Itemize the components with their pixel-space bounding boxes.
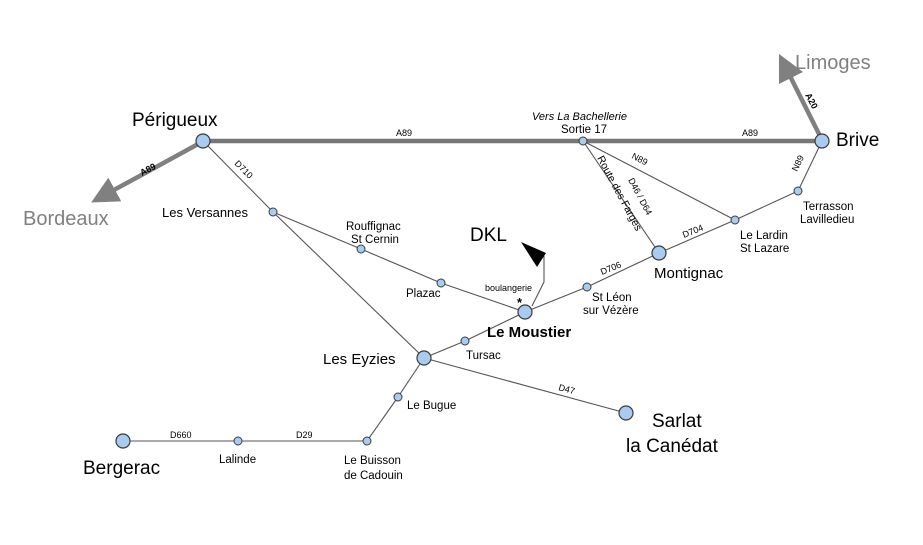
nodes — [115, 133, 830, 449]
label-bergerac: Bergerac — [83, 458, 160, 479]
label-les-versannes: Les Versannes — [162, 205, 249, 220]
label-vers-la-bachellerie: Vers La Bachellerie — [532, 111, 627, 123]
label-road-d47: D47 — [557, 382, 576, 396]
road-versannes-eyzies — [272, 211, 425, 359]
node-le-moustier — [517, 304, 533, 320]
label-terrasson-line1: Terrasson — [803, 201, 854, 213]
label-plazac: Plazac — [406, 288, 441, 300]
label-les-eyzies: Les Eyzies — [323, 351, 396, 368]
road-versannes-rouffignac — [272, 211, 362, 250]
label-sortie-17: Sortie 17 — [561, 124, 607, 136]
label-bordeaux: Bordeaux — [23, 208, 109, 230]
label-le-buisson-line2: de Cadouin — [344, 470, 403, 482]
road-d704 — [658, 219, 736, 254]
node-terrasson — [793, 186, 803, 196]
node-perigueux — [195, 133, 211, 149]
node-st-leon — [582, 282, 592, 292]
label-road-d706: D706 — [599, 260, 623, 277]
label-road-d710: D710 — [233, 158, 255, 180]
node-le-bugue — [393, 392, 403, 402]
road-d47 — [423, 357, 627, 414]
node-les-versannes — [268, 207, 278, 217]
road-rouffignac-plazac — [360, 248, 442, 284]
label-dkl: DKL — [470, 225, 507, 246]
label-sarlat-line1: Sarlat — [652, 411, 702, 432]
label-brive: Brive — [836, 130, 879, 151]
node-montignac — [651, 245, 667, 261]
label-le-lardin-line1: Le Lardin — [740, 230, 788, 242]
node-le-buisson — [362, 436, 372, 446]
label-le-buisson-line1: Le Buisson — [344, 455, 401, 467]
label-road-a89-right: A89 — [742, 128, 758, 138]
road-plazac-moustier — [440, 282, 526, 313]
node-bergerac — [115, 433, 131, 449]
node-sortie-17 — [578, 136, 588, 146]
label-boulangerie-marker: * — [517, 295, 523, 310]
dkl-pointer-diagonal — [531, 281, 545, 307]
label-road-n89-b: N89 — [790, 154, 806, 173]
label-lalinde: Lalinde — [219, 454, 256, 466]
road-eyzies-bugue — [397, 357, 425, 398]
label-rouffignac-line1: Rouffignac — [346, 221, 401, 233]
road-lardin-terrasson — [734, 190, 799, 221]
label-st-leon-line2: sur Vézère — [583, 305, 639, 317]
road-d706-a — [524, 286, 588, 313]
label-road-a89-bordeaux: A89 — [138, 161, 157, 178]
label-le-moustier: Le Moustier — [487, 324, 571, 341]
label-terrasson-line2: Lavilledieu — [800, 214, 854, 226]
label-tursac: Tursac — [466, 350, 501, 362]
label-boulangerie: boulangerie — [485, 283, 532, 293]
label-road-d704: D704 — [681, 223, 705, 240]
road-d706-b — [586, 252, 660, 288]
dkl-arrow-icon — [521, 242, 546, 267]
label-montignac: Montignac — [654, 265, 724, 282]
road-bugue-buisson — [366, 396, 399, 442]
label-sarlat-line2: la Canédat — [626, 436, 719, 457]
label-road-n89-a: N89 — [630, 151, 649, 167]
node-plazac — [436, 278, 446, 288]
road-d710 — [202, 140, 274, 213]
road-tursac-moustier — [464, 311, 526, 342]
road-n89-a — [582, 140, 736, 221]
label-road-d29: D29 — [296, 430, 313, 440]
node-le-lardin — [730, 215, 740, 225]
label-rouffignac-line2: St Cernin — [351, 234, 399, 246]
roads — [123, 140, 823, 442]
label-le-bugue: Le Bugue — [407, 400, 456, 412]
road-n89-b — [797, 140, 823, 192]
node-brive — [814, 133, 830, 149]
node-lalinde — [233, 436, 243, 446]
node-tursac — [460, 336, 470, 346]
node-rouffignac — [356, 244, 366, 254]
node-sarlat — [618, 405, 634, 421]
arrow-to-limoges — [778, 53, 825, 142]
label-road-a89-left: A89 — [396, 128, 412, 138]
label-le-lardin-line2: St Lazare — [740, 243, 789, 255]
road-d46-d64 — [582, 140, 660, 254]
arrow-to-bordeaux — [91, 141, 202, 203]
label-st-leon-line1: St Léon — [592, 292, 632, 304]
node-les-eyzies — [416, 350, 432, 366]
label-road-d660: D660 — [170, 430, 192, 440]
label-limoges: Limoges — [795, 52, 871, 74]
label-perigueux: Périgueux — [132, 110, 218, 131]
